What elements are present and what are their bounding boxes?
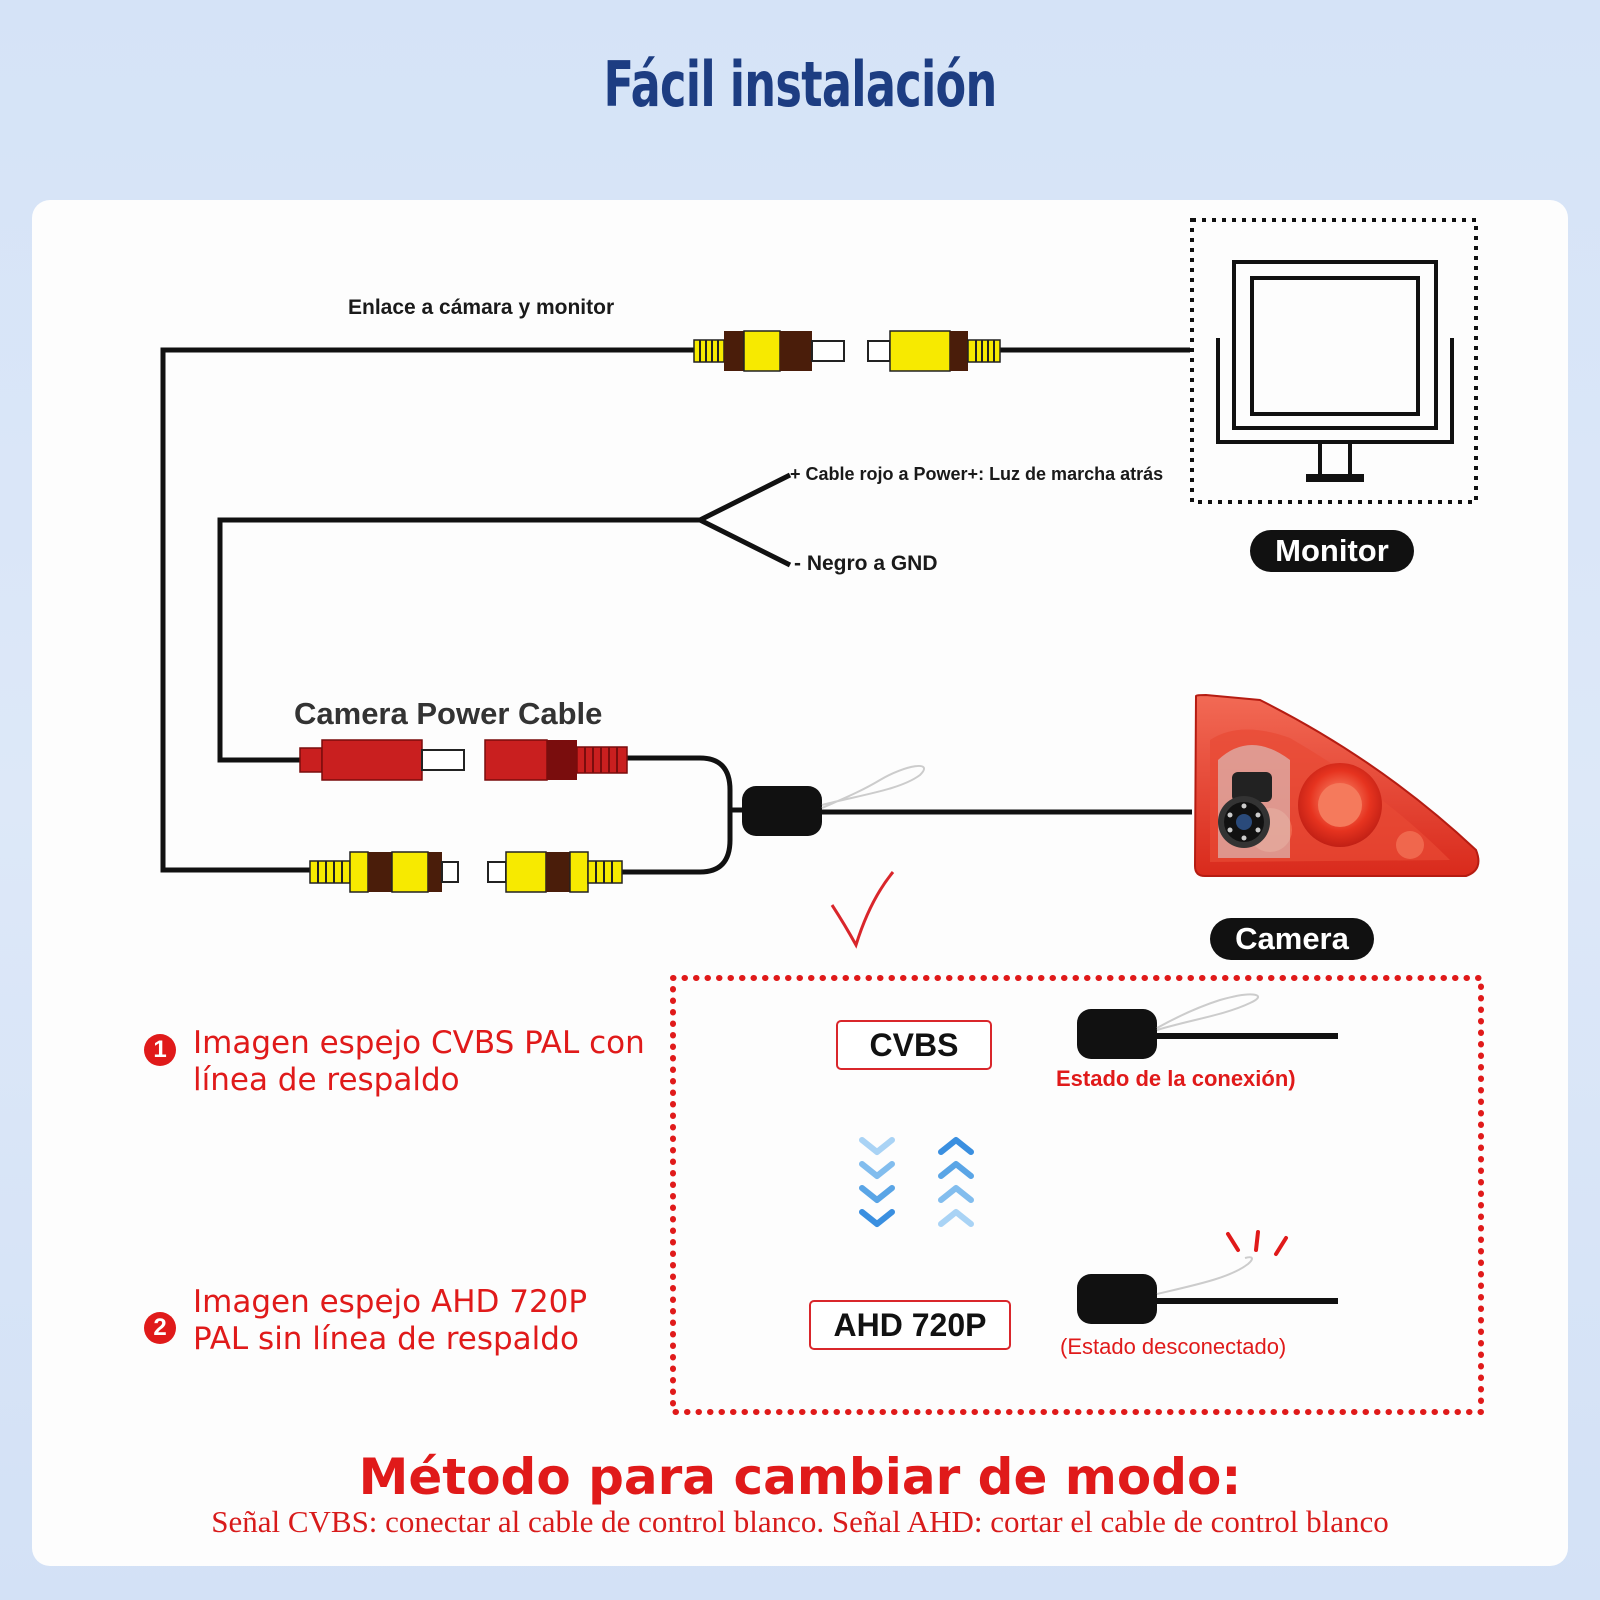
cable-lines — [160, 347, 1192, 875]
camera-badge: Camera — [1210, 918, 1374, 960]
method-title: Método para cambiar de modo: — [358, 1448, 1242, 1506]
ahd-tag: AHD 720P — [809, 1300, 1011, 1350]
arrow-up-icon — [938, 1137, 974, 1227]
checkmark-icon — [830, 871, 895, 949]
page-title: Fácil instalación — [603, 48, 997, 121]
disconnected-state-label: (Estado desconectado) — [1060, 1334, 1287, 1359]
rca-connector-bottom-left — [309, 851, 459, 893]
mode-switch-block — [742, 764, 925, 836]
connected-state-label: Estado de la conexión) — [1056, 1066, 1296, 1091]
mode-1-description-line2: línea de respaldo — [193, 1062, 460, 1098]
ground-label: - Negro a GND — [794, 552, 938, 575]
cvbs-tag: CVBS — [836, 1020, 992, 1070]
power-connector-left — [299, 739, 465, 781]
connected-wire — [1077, 993, 1338, 1059]
disconnected-wire — [1077, 1230, 1338, 1324]
method-subtitle: Señal CVBS: conectar al cable de control… — [211, 1504, 1389, 1539]
mode-2-description-line2: PAL sin línea de respaldo — [193, 1321, 579, 1357]
mode-2-number: 2 — [144, 1312, 176, 1344]
rca-connector-bottom-right — [487, 851, 623, 893]
mode-1-description: Imagen espejo CVBS PAL con línea de resp… — [193, 1025, 645, 1099]
mode-2-description-line1: Imagen espejo AHD 720P — [193, 1284, 588, 1320]
rca-connector-top-right — [867, 330, 1001, 372]
power-cable-label: Camera Power Cable — [294, 696, 603, 731]
link-label: Enlace a cámara y monitor — [348, 296, 615, 319]
power-connector-right — [484, 739, 628, 781]
mode-2-description: Imagen espejo AHD 720P PAL sin línea de … — [193, 1284, 587, 1358]
mode-1-number: 1 — [144, 1034, 176, 1066]
camera-icon — [1193, 693, 1480, 877]
monitor-icon — [1190, 218, 1478, 504]
arrow-down-icon — [859, 1137, 895, 1227]
mode-panel — [670, 975, 1484, 1415]
mode-1-description-line1: Imagen espejo CVBS PAL con — [193, 1025, 645, 1061]
monitor-badge: Monitor — [1250, 530, 1414, 572]
power-red-label: + Cable rojo a Power+: Luz de marcha atr… — [790, 464, 1164, 484]
rca-connector-top-left — [693, 330, 845, 372]
